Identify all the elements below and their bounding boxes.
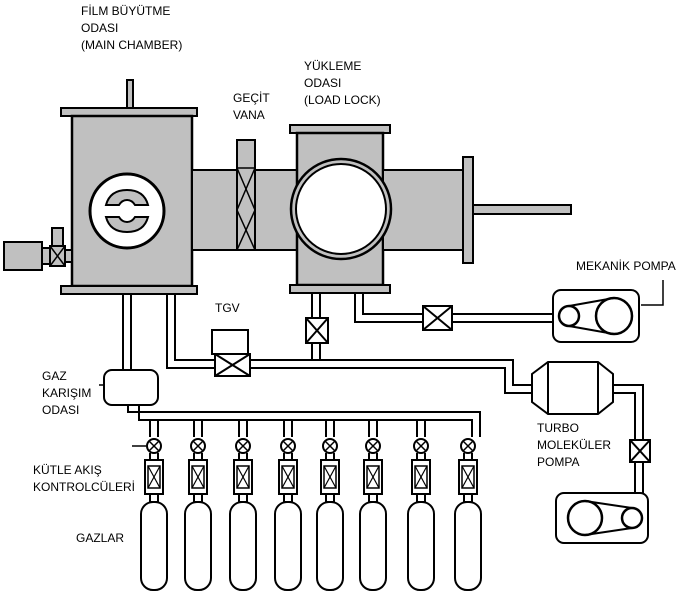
gas-line [407, 420, 435, 591]
mfc-mark [366, 465, 380, 489]
gas-valve-mark [462, 440, 474, 452]
gas-mixing-label-line: ODASI [42, 403, 80, 417]
mechanical-pump-label: MEKANİK POMPA [576, 259, 676, 273]
side-port [3, 227, 73, 271]
gas-valve-mark [367, 440, 379, 452]
main-chamber-label-line: ODASI [81, 21, 119, 35]
gas-line [316, 420, 344, 591]
main-chamber-label-line: (MAIN CHAMBER) [81, 38, 183, 52]
mech-pump-valve [422, 305, 453, 331]
cylinder-neck [416, 493, 426, 503]
turbo-backing-valve [629, 439, 651, 463]
mfc-mark [147, 465, 161, 489]
turbo-pump-label-line: MOLEKÜLER [537, 438, 612, 452]
mass-flow-label-line: KONTROLCÜLERİ [33, 480, 136, 494]
gate-valve-label-line: GEÇİT [233, 91, 270, 105]
load-lock-label-line: (LOAD LOCK) [304, 93, 381, 107]
gas-line [359, 420, 387, 591]
cylinder-neck [325, 493, 335, 503]
load-lock-label-line: YÜKLEME [304, 59, 362, 73]
gas-valve-mark [282, 440, 294, 452]
cylinder-neck [463, 493, 473, 503]
transfer-tube [191, 139, 299, 251]
gas-cylinder [229, 501, 257, 591]
turbo-molecular-pump [531, 361, 614, 415]
gas-mixing-chamber [103, 369, 159, 406]
mfc-mark [281, 465, 295, 489]
gas-cylinder [359, 501, 387, 591]
main-chamber [60, 79, 198, 295]
gate-valve-label: GEÇİT VANA [233, 90, 270, 124]
gas-cylinder [454, 501, 482, 591]
gas-mixing-label: GAZ KARIŞIM ODASI [42, 368, 91, 419]
gas-lines [140, 420, 482, 591]
gas-line [184, 420, 212, 591]
gas-cylinder [140, 501, 168, 591]
gas-valve-mark [324, 440, 336, 452]
load-lock-valve [305, 317, 329, 344]
load-lock-chamber [289, 124, 572, 294]
mfc-mark [191, 465, 205, 489]
cylinder-neck [149, 493, 159, 503]
cylinder-neck [368, 493, 378, 503]
mechanical-pump-bottom [555, 492, 649, 544]
mechanical-pump-top [552, 289, 640, 343]
gas-line [454, 438, 482, 591]
mfc-mark [236, 465, 250, 489]
gate-valve-label-line: VANA [233, 108, 265, 122]
main-chamber-label: FİLM BÜYÜTME ODASI (MAIN CHAMBER) [81, 3, 182, 54]
turbo-pump-label-line: POMPA [537, 455, 580, 469]
valves [211, 305, 651, 463]
gas-cylinder [184, 501, 212, 591]
gas-valve-mark [192, 440, 204, 452]
gas-valve-mark [415, 440, 427, 452]
tgv-valve [211, 329, 251, 377]
gas-mixing-label-line: GAZ [42, 369, 67, 383]
gas-cylinder [274, 501, 302, 591]
gas-cylinder [407, 501, 435, 591]
load-lock-label-line: ODASI [304, 76, 342, 90]
mfc-mark [323, 465, 337, 489]
tgv-label: TGV [215, 301, 240, 315]
gas-valve-mark [148, 440, 160, 452]
mfc-mark [461, 465, 475, 489]
gas-cylinder [316, 501, 344, 591]
mass-flow-label-line: KÜTLE AKIŞ [33, 463, 102, 477]
gas-line [229, 420, 257, 591]
turbo-pump-label-line: TURBO [537, 421, 579, 435]
gas-line [140, 420, 168, 591]
mfc-mark [414, 465, 428, 489]
gas-mixing-label-line: KARIŞIM [42, 386, 92, 400]
load-lock-label: YÜKLEME ODASI (LOAD LOCK) [304, 58, 381, 109]
cylinder-neck [193, 493, 203, 503]
cylinder-neck [283, 493, 293, 503]
gas-valve-mark [237, 440, 249, 452]
main-chamber-label-line: FİLM BÜYÜTME [81, 4, 171, 18]
pipes [122, 293, 644, 493]
mass-flow-label: KÜTLE AKIŞ KONTROLCÜLERİ [33, 462, 135, 496]
leader-lines [99, 280, 664, 447]
cylinder-neck [238, 493, 248, 503]
gases-label: GAZLAR [76, 531, 125, 545]
turbo-pump-label: TURBO MOLEKÜLER POMPA [537, 420, 611, 471]
gas-line [274, 420, 302, 591]
